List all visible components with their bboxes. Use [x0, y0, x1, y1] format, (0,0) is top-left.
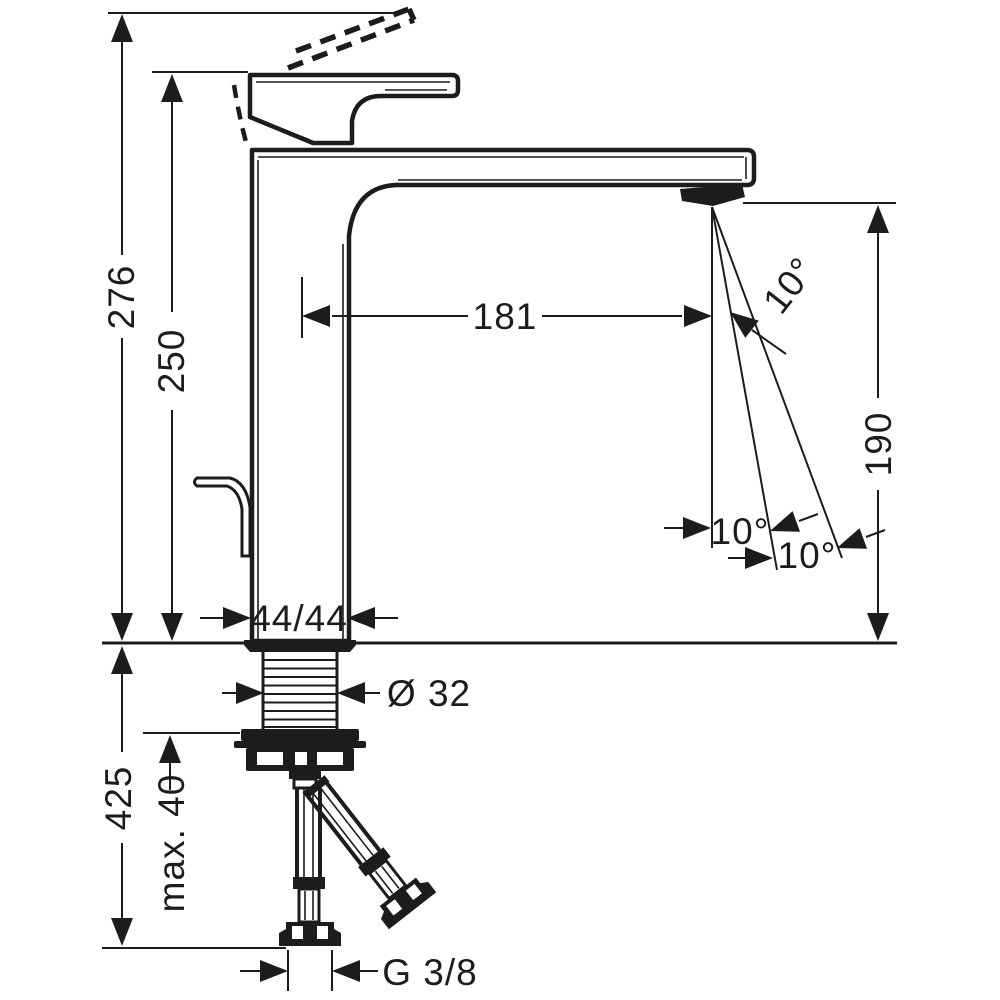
dim-jet-angle-lower-left-label: 10° — [711, 511, 770, 552]
dim-overall-height-label: 276 — [101, 265, 142, 330]
hose-diagonal — [302, 775, 437, 930]
dim-jet-angle-lower-right-label: 10° — [778, 535, 837, 576]
dim-body-section-label: 44/44 — [250, 598, 348, 639]
handle — [247, 72, 461, 146]
dim-spout-reach-label: 181 — [473, 296, 538, 337]
washer-and-locknut — [234, 729, 366, 771]
datum-lines — [102, 12, 897, 949]
mounting-shank — [261, 652, 339, 730]
supply-hoses — [279, 771, 437, 946]
dim-connection-thread-label: G 3/8 — [382, 952, 478, 993]
dimension-labels: 276 250 181 190 10° 10° 10° 44/44 Ø 32 4… — [98, 249, 899, 993]
dim-handle-height-label: 250 — [151, 329, 192, 394]
popup-rod — [193, 476, 252, 558]
aerator — [680, 184, 745, 206]
base-flange — [244, 640, 356, 652]
dim-hole-diameter-label: Ø 32 — [387, 673, 471, 714]
handle-raised-dashed-outline — [231, 6, 417, 143]
dim-max-deck-thickness-label: max. 40 — [151, 774, 192, 913]
dim-outlet-height-label: 190 — [858, 412, 899, 477]
dimension-lines — [121, 33, 886, 991]
faucet-body-and-spout — [249, 147, 757, 644]
dim-jet-angle-upper-label: 10° — [755, 249, 824, 321]
hose-vertical — [279, 788, 341, 946]
dim-hose-length-label: 425 — [98, 766, 139, 831]
jet-angle-lines — [711, 206, 843, 571]
